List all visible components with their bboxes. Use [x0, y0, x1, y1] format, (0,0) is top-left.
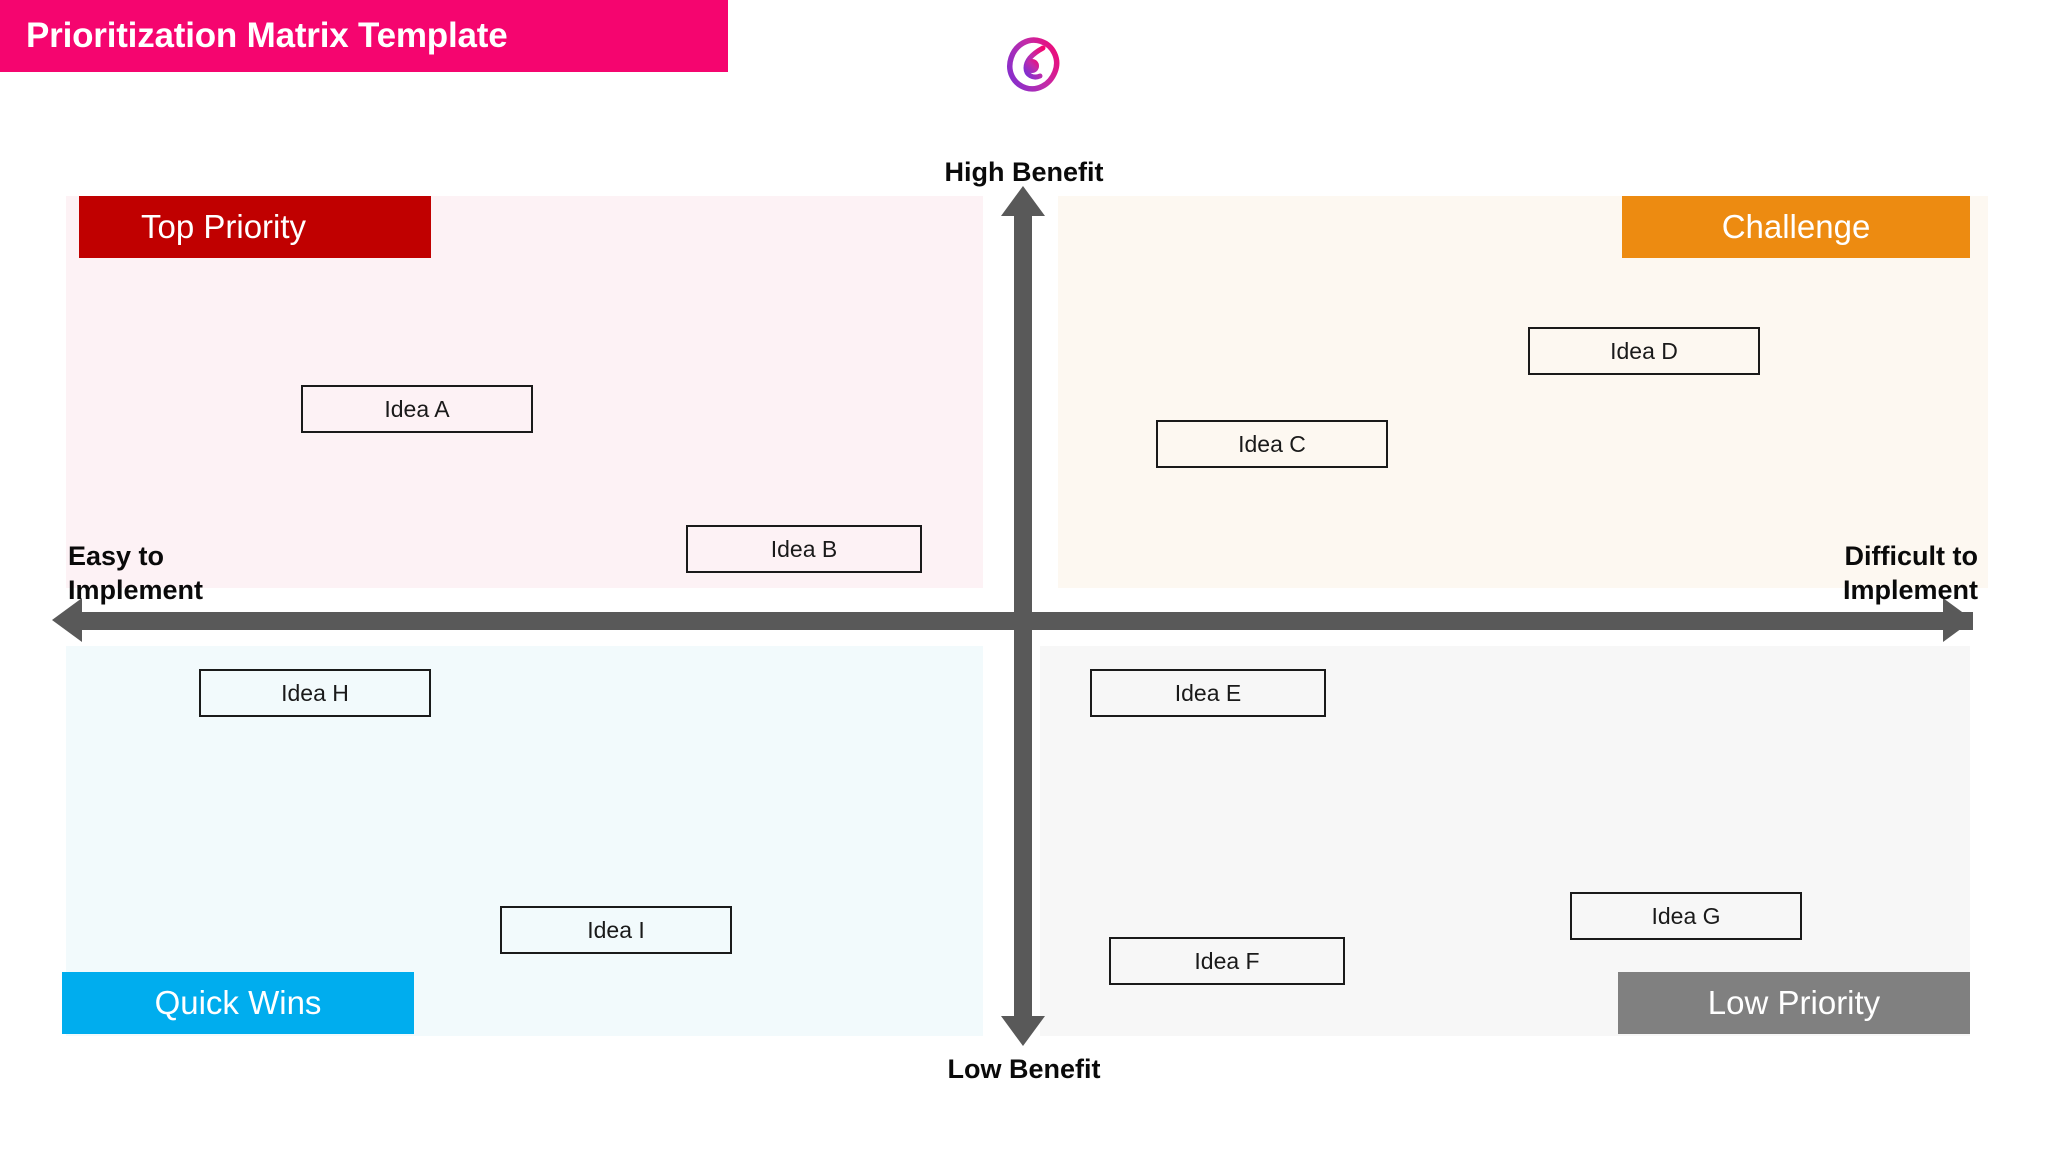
axis-label-high-benefit: High Benefit [944, 157, 1104, 187]
quadrant-label-low-priority: Low Priority [1618, 972, 1970, 1034]
axis-label-line: Implement [1842, 575, 1978, 606]
quadrant-label-text: Low Priority [1707, 984, 1881, 1021]
quadrant-label-quick-wins: Quick Wins [62, 972, 414, 1034]
idea-card-label: Idea I [587, 916, 645, 943]
arrow-left-icon [52, 598, 82, 642]
axis-label-line: Easy to [68, 541, 165, 571]
arrow-up-icon [1001, 186, 1045, 216]
idea-card-label: Idea F [1194, 947, 1260, 974]
idea-card[interactable]: Idea F [1109, 937, 1345, 985]
idea-card-label: Idea C [1238, 430, 1306, 457]
axis-label-line: Implement [68, 575, 204, 606]
implementation-axis-line [75, 612, 1973, 630]
quadrant-label-text: Quick Wins [154, 984, 322, 1021]
quadrant-top-priority [66, 196, 983, 588]
idea-card-label: Idea D [1610, 337, 1678, 364]
idea-card[interactable]: Idea I [500, 906, 732, 954]
idea-card-label: Idea E [1174, 679, 1242, 706]
page-title: Prioritization Matrix Template [26, 16, 508, 55]
title-banner: Prioritization Matrix Template [0, 0, 728, 72]
arrow-right-icon [1943, 598, 1973, 642]
quadrant-low-priority [1040, 646, 1970, 1036]
brand-logo-icon [1002, 34, 1064, 96]
idea-card[interactable]: Idea E [1090, 669, 1326, 717]
idea-card[interactable]: Idea B [686, 525, 922, 573]
quadrant-label-challenge: Challenge [1622, 196, 1970, 258]
idea-card-label: Idea B [770, 535, 838, 562]
quadrant-challenge [1058, 196, 1988, 588]
idea-card-label: Idea G [1651, 902, 1721, 929]
idea-card[interactable]: Idea C [1156, 420, 1388, 468]
axis-label-difficult-to-implement: Difficult to Implement [1843, 539, 1978, 607]
idea-card[interactable]: Idea D [1528, 327, 1760, 375]
idea-card[interactable]: Idea G [1570, 892, 1802, 940]
idea-card[interactable]: Idea A [301, 385, 533, 433]
axis-label-low-benefit: Low Benefit [947, 1054, 1101, 1084]
quadrant-label-text: Challenge [1721, 208, 1871, 245]
axis-label-line: Difficult to [1844, 541, 1978, 571]
idea-card-label: Idea H [281, 679, 349, 706]
arrow-down-icon [1001, 1016, 1045, 1046]
quadrant-quick-wins [66, 646, 983, 1036]
axis-label-easy-to-implement: Easy to Implement [68, 539, 203, 607]
idea-card[interactable]: Idea H [199, 669, 431, 717]
idea-card-label: Idea A [384, 395, 450, 422]
quadrant-label-top-priority: Top Priority [79, 196, 431, 258]
quadrant-label-text: Top Priority [141, 208, 307, 245]
